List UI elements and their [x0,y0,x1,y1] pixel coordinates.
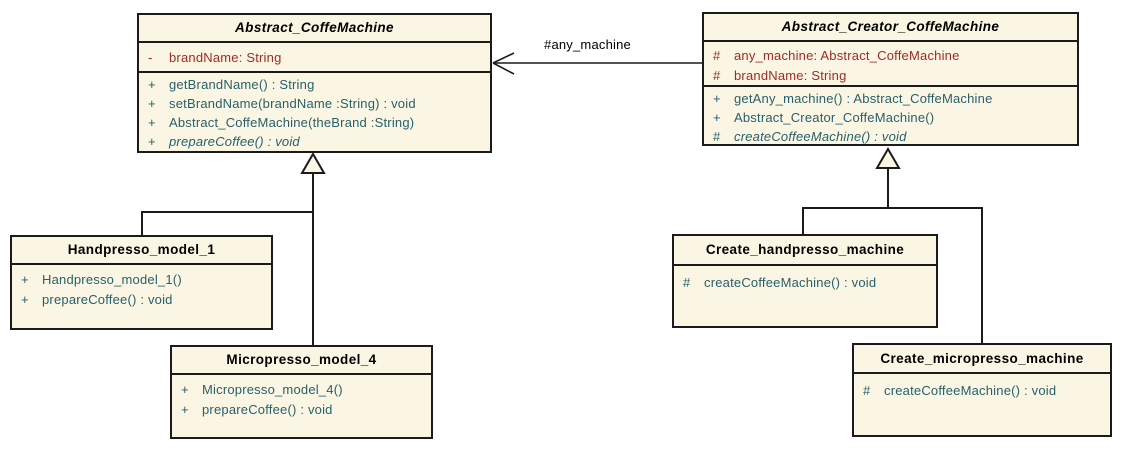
attribute-text: any_machine: Abstract_CoffeMachine [734,48,960,63]
uml-method: # createCoffeeMachine() : void [854,381,1110,401]
method-text: Micropresso_model_4() [202,382,343,397]
visibility-symbol: + [148,134,156,149]
class-title: Create_handpresso_machine [674,236,936,266]
visibility-symbol: + [21,272,29,287]
class-create-handpresso-machine[interactable]: Create_handpresso_machine # createCoffee… [672,234,938,328]
class-title: Handpresso_model_1 [12,237,271,265]
class-title: Abstract_CoffeMachine [139,15,490,43]
method-text: createCoffeeMachine() : void [704,275,877,290]
hollow-triangle-icon [875,147,901,169]
method-text: prepareCoffee() : void [42,292,173,307]
uml-method: + Micropresso_model_4() [172,380,431,400]
visibility-symbol: # [863,383,871,398]
method-text: prepareCoffee() : void [169,134,300,149]
uml-method: + Abstract_CoffeMachine(theBrand :String… [139,113,490,132]
hollow-triangle-icon [300,152,326,174]
uml-method: + prepareCoffee() : void [172,400,431,420]
method-text: getBrandName() : String [169,77,315,92]
visibility-symbol: # [713,129,721,144]
visibility-symbol: + [148,115,156,130]
method-text: getAny_machine() : Abstract_CoffeMachine [734,91,993,106]
uml-method: # createCoffeeMachine() : void [704,127,1077,146]
method-text: createCoffeeMachine() : void [734,129,907,144]
uml-method: + prepareCoffee() : void [139,132,490,151]
visibility-symbol: + [148,96,156,111]
open-arrowhead-icon [492,62,515,75]
open-arrowhead-icon [492,52,515,64]
class-handpresso-model-1[interactable]: Handpresso_model_1 + Handpresso_model_1(… [10,235,273,330]
uml-attribute: # brandName: String [704,66,1077,86]
visibility-symbol: + [181,382,189,397]
method-text: Handpresso_model_1() [42,272,182,287]
uml-method: + getAny_machine() : Abstract_CoffeMachi… [704,89,1077,108]
attribute-text: brandName: String [169,50,282,65]
class-title: Micropresso_model_4 [172,347,431,375]
class-abstract-coffemachine[interactable]: Abstract_CoffeMachine - brandName: Strin… [137,13,492,153]
uml-method: + Handpresso_model_1() [12,270,271,290]
visibility-symbol: - [148,50,153,65]
method-text: Abstract_Creator_CoffeMachine() [734,110,935,125]
visibility-symbol: + [181,402,189,417]
visibility-symbol: + [713,91,721,106]
association-any-machine[interactable] [492,52,702,75]
class-title: Create_micropresso_machine [854,345,1110,374]
association-label: #any_machine [544,37,631,52]
class-create-micropresso-machine[interactable]: Create_micropresso_machine # createCoffe… [852,343,1112,437]
visibility-symbol: + [21,292,29,307]
method-text: Abstract_CoffeMachine(theBrand :String) [169,115,415,130]
visibility-symbol: # [713,48,721,63]
uml-method: + prepareCoffee() : void [12,290,271,310]
visibility-symbol: + [713,110,721,125]
visibility-symbol: + [148,77,156,92]
class-micropresso-model-4[interactable]: Micropresso_model_4 + Micropresso_model_… [170,345,433,439]
method-text: createCoffeeMachine() : void [884,383,1057,398]
uml-method: + Abstract_Creator_CoffeMachine() [704,108,1077,127]
generalization-arrow-left[interactable] [141,152,326,345]
uml-method: # createCoffeeMachine() : void [674,273,936,293]
visibility-symbol: # [713,68,721,83]
visibility-symbol: # [683,275,691,290]
generalization-arrow-right[interactable] [802,147,983,343]
method-text: setBrandName(brandName :String) : void [169,96,416,111]
method-text: prepareCoffee() : void [202,402,333,417]
class-abstract-creator-coffemachine[interactable]: Abstract_Creator_CoffeMachine # any_mach… [702,12,1079,146]
attribute-text: brandName: String [734,68,847,83]
class-title: Abstract_Creator_CoffeMachine [704,14,1077,42]
uml-attribute: # any_machine: Abstract_CoffeMachine [704,46,1077,66]
uml-method: + setBrandName(brandName :String) : void [139,94,490,113]
uml-method: + getBrandName() : String [139,75,490,94]
uml-attribute: - brandName: String [139,48,490,68]
